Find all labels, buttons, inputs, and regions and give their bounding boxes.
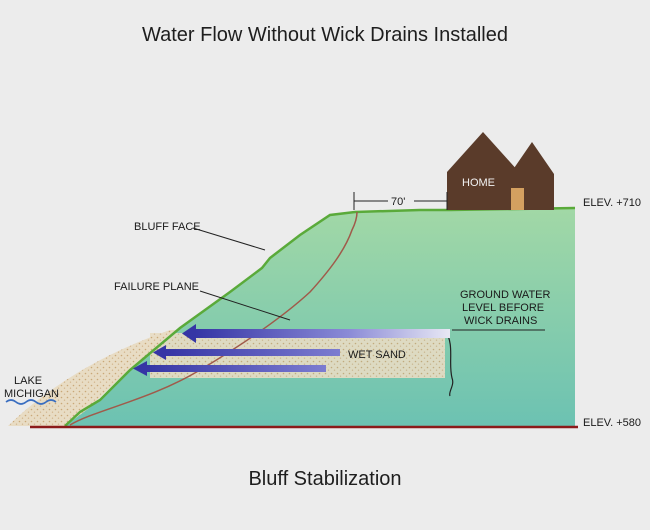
elevation-bottom-label: ELEV. +580 bbox=[583, 417, 641, 429]
failure-plane-line bbox=[69, 211, 358, 426]
failure-plane-leader bbox=[199, 290, 291, 321]
groundwater-label-line2: LEVEL BEFORE bbox=[462, 302, 544, 314]
water-flow-arrows bbox=[133, 324, 450, 376]
groundwater-label-line1: GROUND WATER bbox=[460, 289, 550, 301]
diagram-title: Water Flow Without Wick Drains Installed bbox=[141, 24, 508, 46]
home-house bbox=[447, 132, 554, 210]
elevation-top-label: ELEV. +710 bbox=[583, 197, 641, 209]
bluff-face-leader bbox=[192, 227, 266, 251]
groundwater-label-line3: WICK DRAINS bbox=[464, 315, 537, 327]
failure-plane-label: FAILURE PLANE bbox=[114, 281, 199, 293]
lake-label-line1: LAKE bbox=[14, 375, 42, 387]
wet-sand-label: WET SAND bbox=[348, 349, 406, 361]
bluff-face-outline bbox=[64, 206, 576, 427]
groundwater-bracket bbox=[444, 329, 454, 397]
lake-waves bbox=[5, 399, 57, 405]
lake-label-line2: MICHIGAN bbox=[4, 388, 59, 400]
home-label: HOME bbox=[462, 177, 495, 189]
bluff-face-label: BLUFF FACE bbox=[134, 221, 201, 233]
diagram-caption: Bluff Stabilization bbox=[248, 468, 402, 490]
distance-label: 70' bbox=[391, 196, 405, 208]
distance-dimension bbox=[353, 192, 448, 210]
